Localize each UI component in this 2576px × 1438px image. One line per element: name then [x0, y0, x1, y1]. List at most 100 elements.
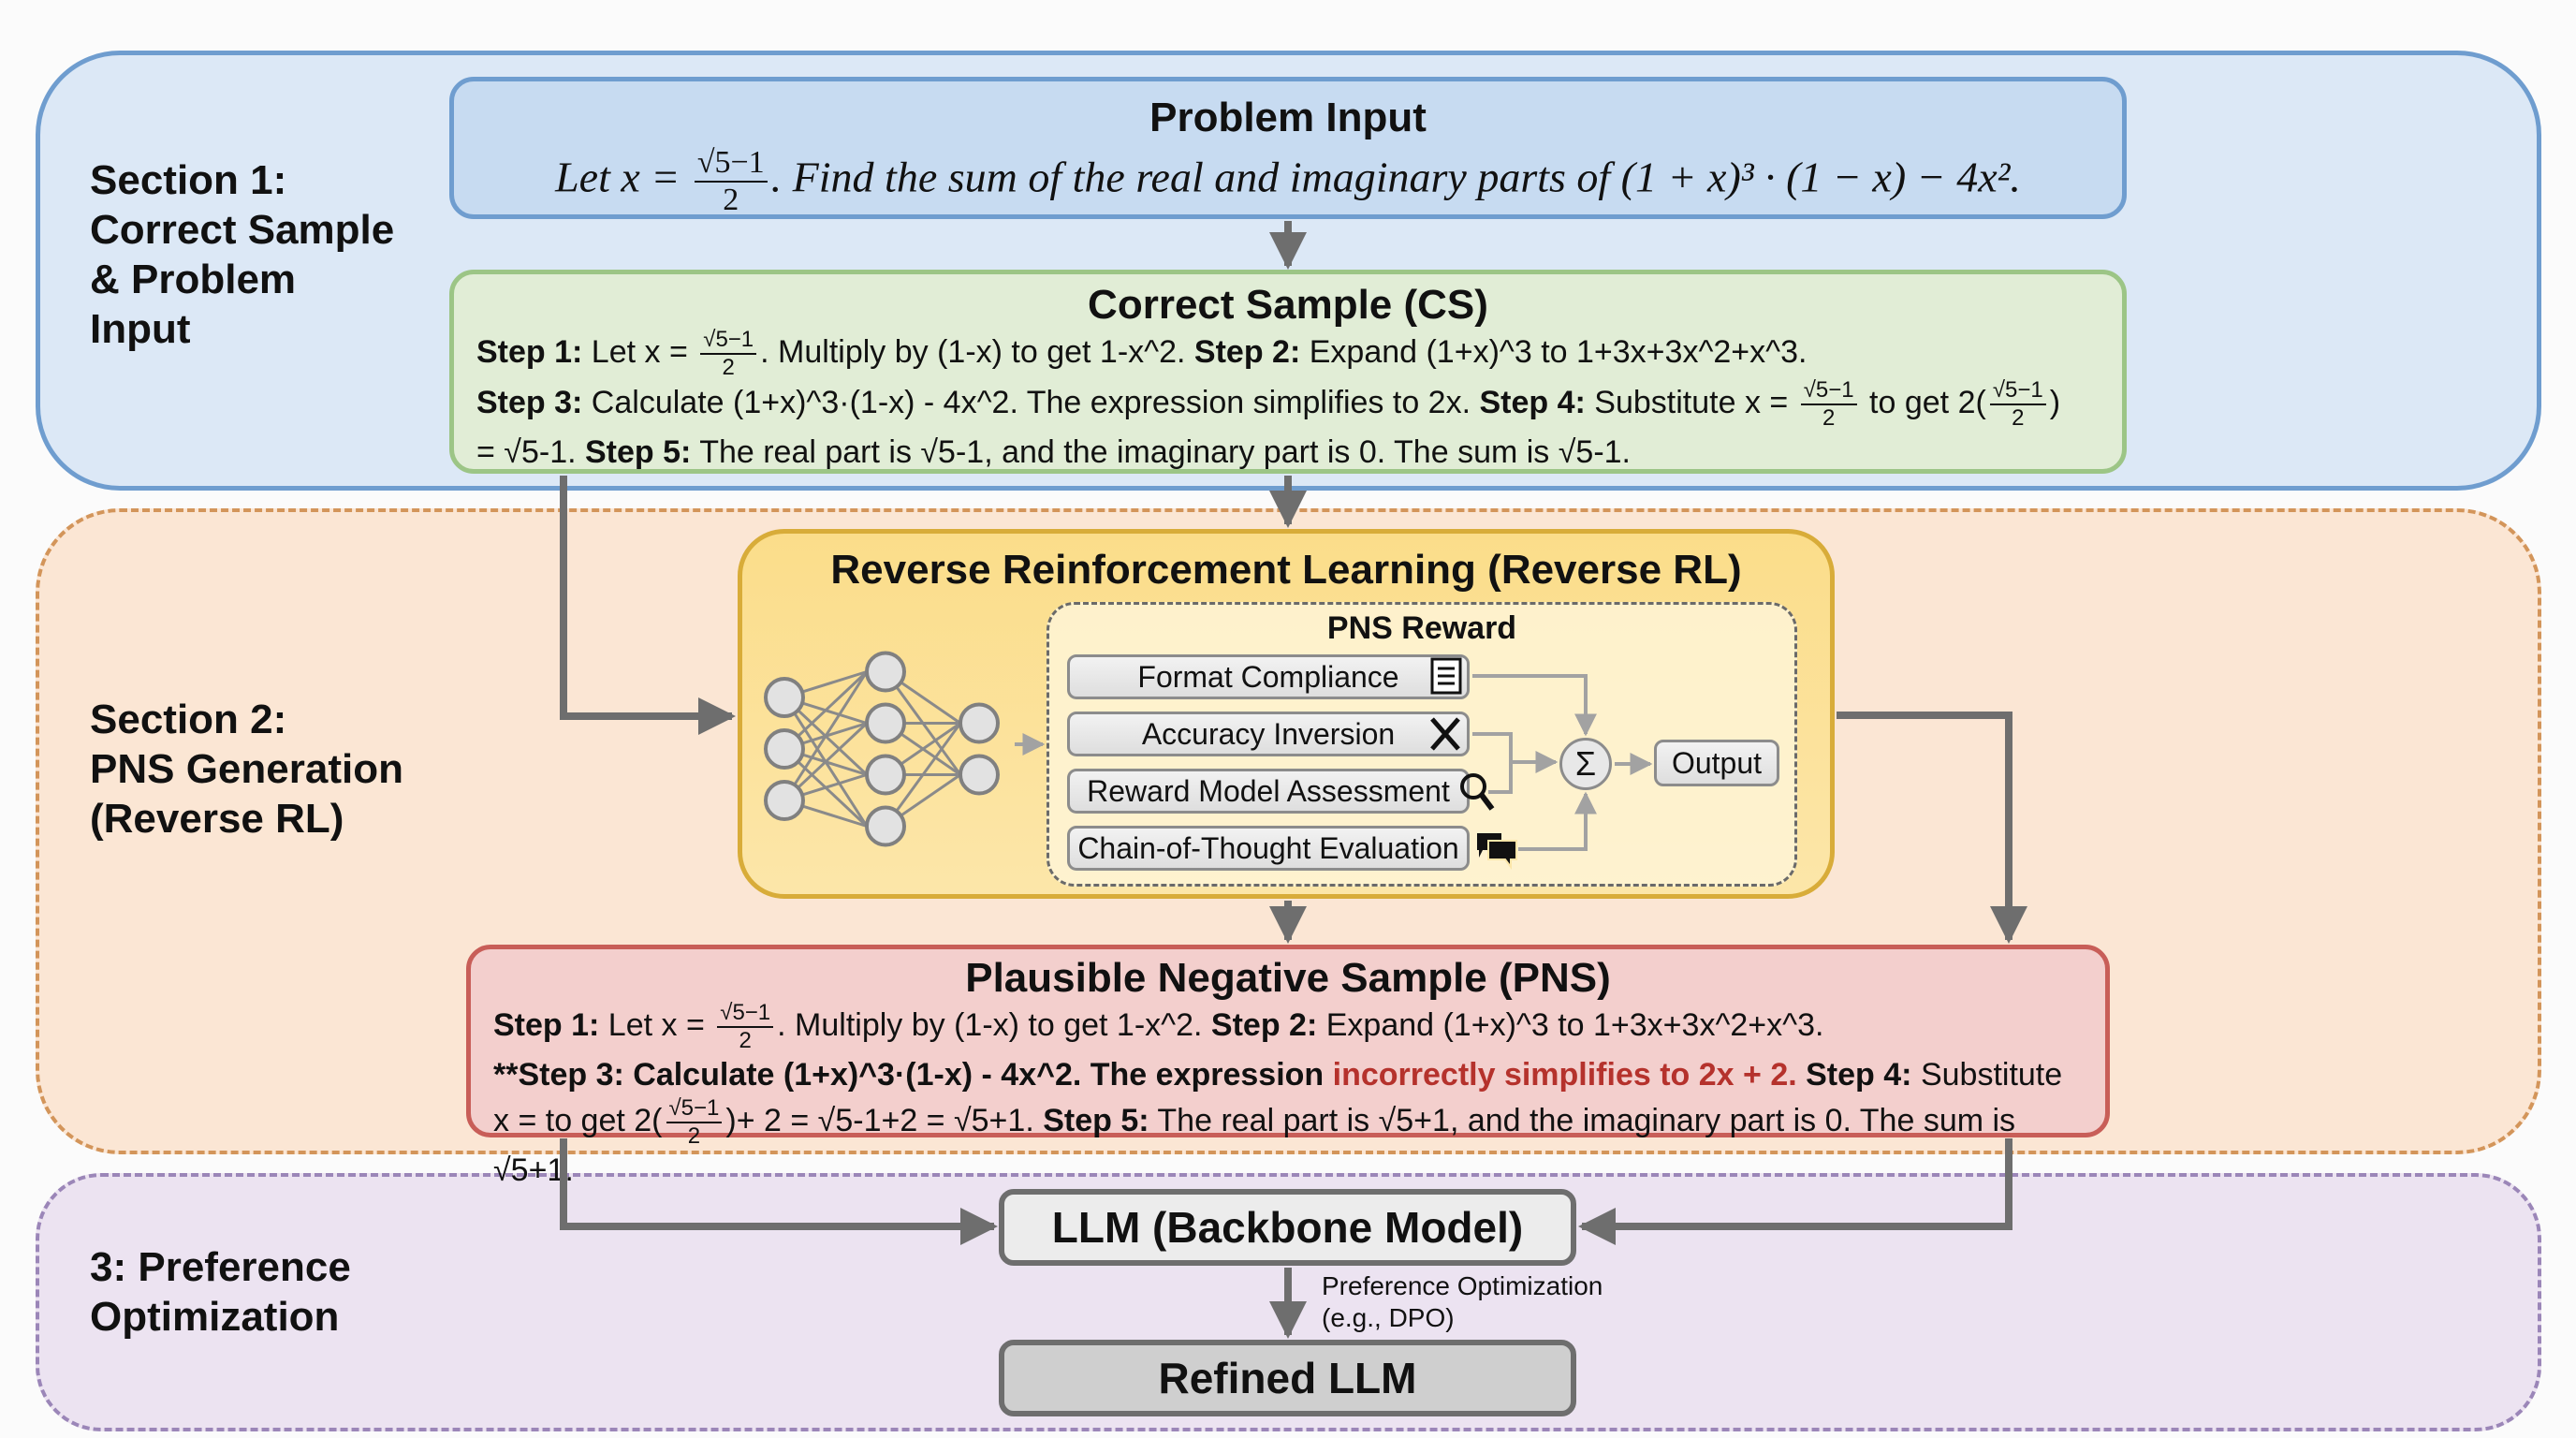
fraction-denominator: 2 [722, 355, 735, 380]
fraction-denominator: 2 [739, 1028, 752, 1053]
step-text: Expand (1+x)^3 to 1+3x+3x^2+x^3. [1317, 1006, 1824, 1043]
section-1-label: Section 1: Correct Sample & Problem Inpu… [90, 155, 394, 354]
step-text: Calculate (1+x)^3·(1-x) - 4x^2. The expr… [582, 384, 1480, 420]
arrow-rl-to-pns-side [1837, 712, 2027, 944]
step-label: Step 2: [1210, 1006, 1318, 1043]
fraction-denominator: 2 [1822, 405, 1836, 431]
problem-text: . Find the sum of the real and imaginary… [770, 153, 2021, 201]
section-1-label-line: Input [90, 306, 191, 352]
x-mark-icon [1430, 717, 1460, 751]
problem-text: Let x = [555, 153, 691, 201]
llm-backbone-box: LLM (Backbone Model) [999, 1189, 1576, 1266]
correct-sample-title: Correct Sample (CS) [1088, 282, 1488, 328]
step-text: . Multiply by (1-x) to get 1-x^2. [760, 333, 1194, 370]
arrow-accuracy-to-sum [1472, 732, 1559, 773]
reverse-rl-title: Reverse Reinforcement Learning (Reverse … [830, 547, 1742, 593]
arrow-pns-to-llm-left [560, 1138, 998, 1245]
section-2-label-line: Section 2: [90, 697, 287, 742]
step-label: Step 5: [585, 434, 692, 470]
step-text: The real part is √5-1, and the imaginary… [691, 434, 1631, 470]
step-text: Substitute [1911, 1057, 2063, 1093]
error-highlight: incorrectly simplifies to 2x + 2. [1332, 1057, 1797, 1093]
line-rm-to-sum [1488, 762, 1513, 794]
chat-bubbles-icon [1477, 833, 1517, 870]
po-label-line: (e.g., DPO) [1322, 1303, 1455, 1332]
pns-title: Plausible Negative Sample (PNS) [965, 955, 1611, 1001]
network-node [865, 805, 906, 847]
step-text: Let x = [599, 1006, 714, 1043]
fraction-numerator: √5−1 [1989, 379, 2046, 405]
fraction-denominator: 2 [723, 183, 739, 217]
fraction-numerator: √5−1 [717, 1002, 774, 1028]
fraction-numerator: √5−1 [1800, 379, 1857, 405]
network-node [865, 651, 906, 693]
reward-label: Accuracy Inversion [1141, 717, 1396, 751]
problem-input-title: Problem Input [1149, 95, 1427, 140]
arrow-pns-to-llm-right [1578, 1138, 2012, 1245]
network-node [865, 754, 906, 796]
section-1-label-line: & Problem [90, 257, 297, 302]
section-3-label-line: 3: Preference [90, 1244, 351, 1290]
section-3-label: 3: Preference Optimization [90, 1242, 351, 1342]
step-line: = √5-1. Step 5: The real part is √5-1, a… [476, 430, 2100, 475]
step-text: = √5-1. [476, 434, 585, 470]
reward-label: Format Compliance [1137, 660, 1399, 694]
section-2-label-line: (Reverse RL) [90, 796, 344, 842]
step-text: Let x = [582, 333, 697, 370]
step-label: Step 1: [493, 1006, 600, 1043]
fraction-numerator: √5−1 [666, 1097, 723, 1123]
reward-model-assessment: Reward Model Assessment [1067, 769, 1470, 814]
fraction-denominator: 2 [2012, 405, 2025, 431]
step-text: ) [2049, 384, 2061, 420]
sum-node: Σ [1559, 738, 1612, 790]
step-text: to get 2( [1860, 384, 1986, 420]
step-label: Step 2: [1193, 333, 1301, 370]
po-label-line: Preference Optimization [1322, 1271, 1603, 1300]
section-1-label-line: Correct Sample [90, 207, 395, 253]
step-label: Step 4: [1479, 384, 1586, 420]
step-label: Step 5: [1043, 1102, 1149, 1138]
arrow-cot-to-sum [1518, 791, 1597, 851]
network-node [959, 754, 1000, 796]
arrow-cs-to-rl-side [560, 476, 736, 735]
step-text: . Multiply by (1-x) to get 1-x^2. [777, 1006, 1211, 1043]
step-text: )+ 2 = √5-1+2 = √5+1. [725, 1102, 1044, 1138]
reward-label: Chain-of-Thought Evaluation [1077, 831, 1459, 865]
section-1-label-line: Section 1: [90, 157, 287, 203]
reward-format-compliance: Format Compliance [1067, 654, 1470, 699]
fraction-denominator: 2 [687, 1123, 701, 1149]
step-line: **Step 3: Calculate (1+x)^3·(1-x) - 4x^2… [493, 1052, 2083, 1097]
fraction-numerator: √5−1 [694, 147, 768, 183]
correct-sample-box: Correct Sample (CS) Step 1: Let x = √5−1… [449, 270, 2127, 474]
magnifier-icon [1460, 773, 1495, 811]
reward-label: Reward Model Assessment [1087, 774, 1450, 808]
reward-accuracy-inversion: Accuracy Inversion [1067, 712, 1470, 756]
step-bold-text: **Step 3: Calculate (1+x)^3·(1-x) - 4x^2… [493, 1057, 1333, 1093]
step-text: Expand (1+x)^3 to 1+3x+3x^2+x^3. [1300, 333, 1808, 370]
step-text: The real part is √5+1, and the imaginary… [493, 1102, 2016, 1188]
checklist-icon [1430, 657, 1462, 695]
network-node [959, 702, 1000, 744]
step-label: Step 1: [476, 333, 583, 370]
fraction-numerator: √5−1 [700, 329, 757, 355]
pns-reward-title: PNS Reward [1326, 610, 1517, 646]
section-2-label: Section 2: PNS Generation (Reverse RL) [90, 695, 403, 844]
network-edge [884, 722, 962, 828]
network-node [764, 780, 805, 821]
network-node [865, 702, 906, 744]
step-label: Step 3: [476, 384, 583, 420]
